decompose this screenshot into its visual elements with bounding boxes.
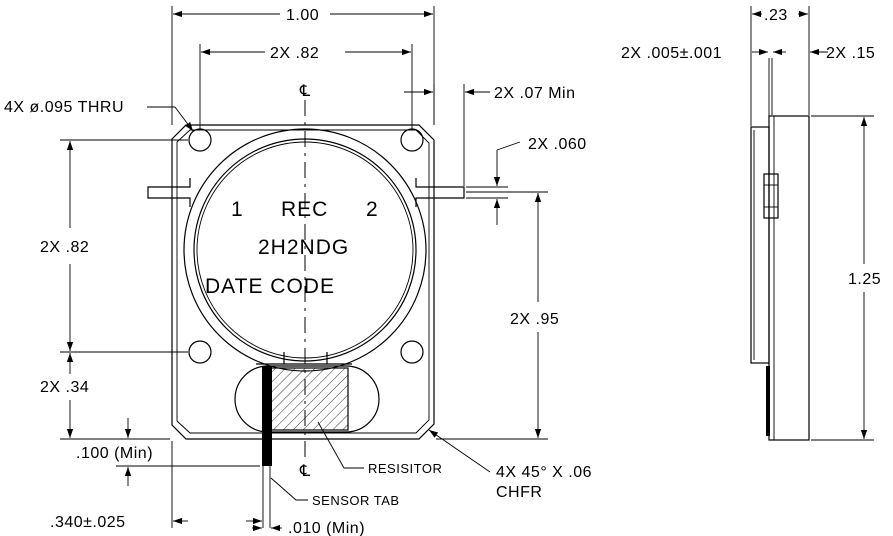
centerline-symbol-bottom: ℄	[299, 463, 311, 480]
marking-date-code: DATE CODE	[205, 275, 335, 298]
dim-side-thickness: .23	[764, 7, 788, 24]
resistor-body	[269, 367, 349, 431]
side-view: .23 2X .005±.001 2X .15 1.25	[621, 6, 881, 441]
dim-port-width: 2X .060	[528, 136, 587, 153]
dim-port-height: 2X .95	[510, 311, 559, 328]
side-sensor-tab	[766, 366, 770, 436]
side-connector	[763, 173, 779, 219]
dim-port-length: 2X .07 Min	[494, 85, 575, 102]
port-2-lead	[415, 178, 465, 207]
label-resistor: RESISITOR	[368, 461, 442, 476]
housing-outline	[171, 124, 435, 440]
marking-port-1: 1	[231, 198, 244, 221]
dim-tab-position: .340±.025	[50, 514, 126, 531]
resistor-pocket	[234, 365, 380, 433]
marking-port-2: 2	[366, 198, 379, 221]
port-1-lead	[147, 178, 191, 207]
marking-part-number: 2H2NDG	[258, 236, 349, 259]
dim-hole-from-bottom: 2X .34	[40, 379, 89, 396]
disc-neck	[256, 352, 352, 365]
centerline-symbol-top: ℄	[299, 83, 311, 100]
mounting-hole-top-right	[400, 128, 424, 152]
dim-hole-spacing-x: 2X .82	[270, 45, 319, 62]
housing-inner-outline	[176, 129, 430, 434]
front-view: ℄ ℄ 1 REC 2 2H2NDG DATE CODE 1.00 2X .82…	[4, 6, 592, 536]
dim-hole-callout: 4X ø.095 THRU	[4, 99, 124, 116]
side-housing-right	[768, 115, 810, 441]
mounting-hole-bottom-left	[188, 340, 212, 364]
dim-overall-height: 1.25	[848, 271, 881, 288]
dim-lead-offset: 2X .15	[826, 45, 875, 62]
dim-tab-length: .100 (Min)	[76, 445, 153, 462]
sensor-tab	[262, 366, 272, 466]
mounting-hole-bottom-right	[400, 340, 424, 364]
marking-model-prefix: REC	[281, 198, 328, 221]
dim-chamfer-line-1: 4X 45° X .06	[496, 464, 592, 481]
mounting-hole-top-left	[188, 128, 212, 152]
dim-chamfer-line-2: CHFR	[496, 484, 542, 501]
dim-overall-width: 1.00	[286, 7, 319, 24]
dim-lead-thickness: 2X .005±.001	[621, 45, 722, 62]
dim-tab-width: .010 (Min)	[288, 520, 365, 536]
label-sensor-tab: SENSOR TAB	[312, 493, 400, 508]
dim-hole-spacing-y: 2X .82	[40, 239, 89, 256]
